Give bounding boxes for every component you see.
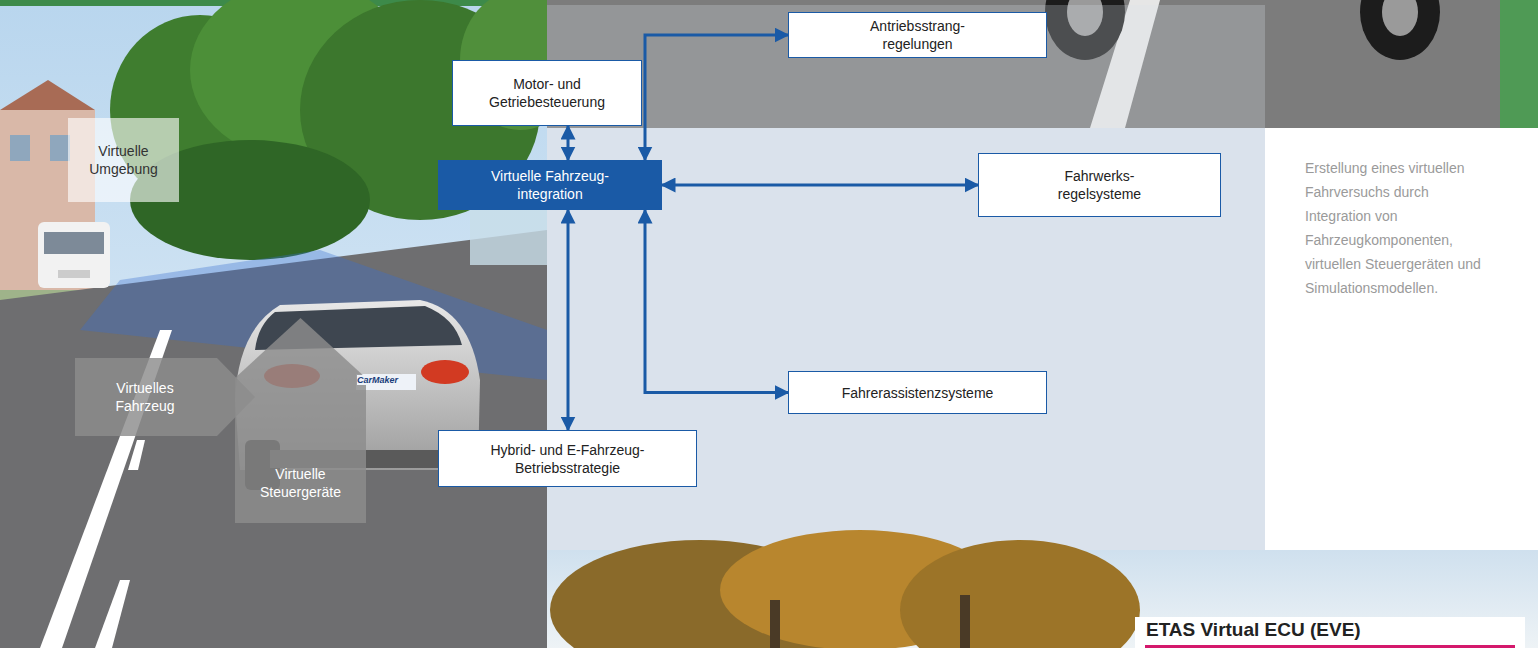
figure-caption: Erstellung eines virtuellen Fahrversuchs… <box>1305 156 1483 300</box>
callout-box: Virtuelle Umgebung <box>68 118 179 202</box>
node-text: Virtuelle Steuergeräte <box>243 465 358 501</box>
connector-arrow <box>567 126 570 160</box>
callout-arrow: Virtuelle Steuergeräte <box>235 318 366 523</box>
process-box: Hybrid- und E-Fahrzeug- Betriebsstrategi… <box>438 430 697 487</box>
central-box: Virtuelle Fahrzeug- integration <box>438 160 662 210</box>
node-text: Virtuelle Umgebung <box>76 142 171 178</box>
node-text: Antriebsstrang- regelungen <box>858 17 978 53</box>
node-text: Fahrwerks- regelsysteme <box>1045 167 1155 203</box>
process-box: Fahrwerks- regelsysteme <box>978 153 1221 217</box>
callout-shape <box>75 358 255 436</box>
node-text: Hybrid- und E-Fahrzeug- Betriebsstrategi… <box>473 441 663 477</box>
callout-shape <box>68 118 179 202</box>
node-text: Motor- und Getriebesteuerung <box>462 75 632 111</box>
callout-shape <box>68 118 179 202</box>
callout-arrow: Virtuelles Fahrzeug <box>75 358 255 436</box>
connector-arrow <box>645 35 788 160</box>
node-text: Virtuelles Fahrzeug <box>88 379 203 415</box>
process-box: Fahrerassistenzsysteme <box>788 371 1047 414</box>
node-text: Fahrerassistenzsysteme <box>842 384 994 402</box>
connector-arrow <box>645 210 788 393</box>
connector-arrow <box>662 184 978 187</box>
connector-arrow <box>567 210 570 430</box>
process-box: Antriebsstrang- regelungen <box>788 12 1047 58</box>
node-text: Virtuelle Fahrzeug- integration <box>465 167 635 203</box>
process-box: Motor- und Getriebesteuerung <box>452 60 642 126</box>
callout-shape <box>75 358 255 436</box>
license-plate-text: CarMaker <box>357 375 398 385</box>
callout-shape <box>235 318 366 523</box>
product-label: ETAS Virtual ECU (EVE) <box>1146 619 1361 641</box>
